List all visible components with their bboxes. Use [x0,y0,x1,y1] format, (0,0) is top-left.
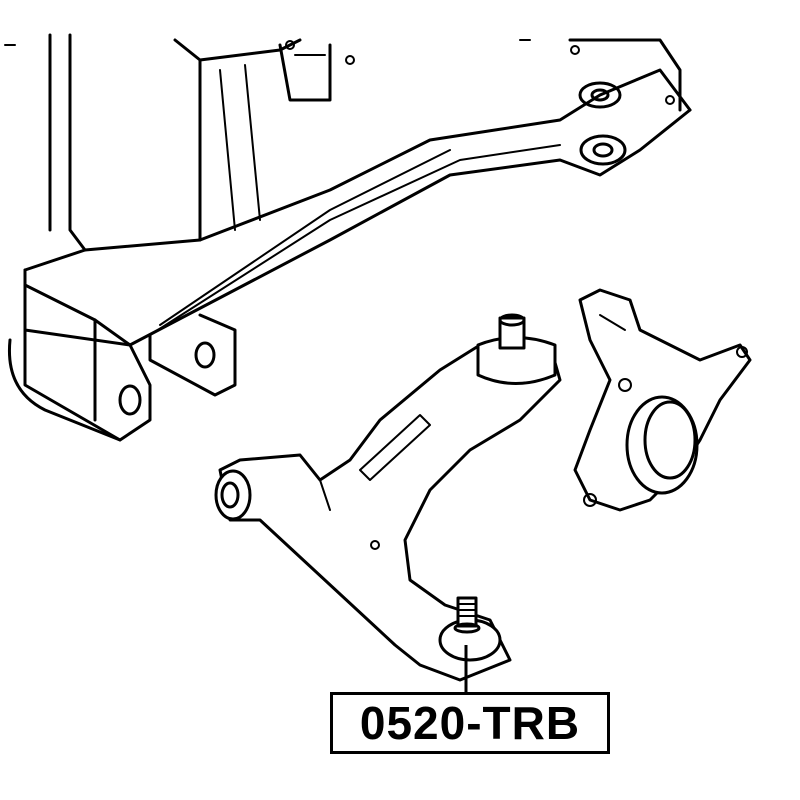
subframe [4,33,692,442]
steering-knuckle [573,288,752,512]
part-number-label: 0520-TRB [330,692,610,754]
ball-joint [438,596,502,662]
lower-control-arm [214,313,562,682]
